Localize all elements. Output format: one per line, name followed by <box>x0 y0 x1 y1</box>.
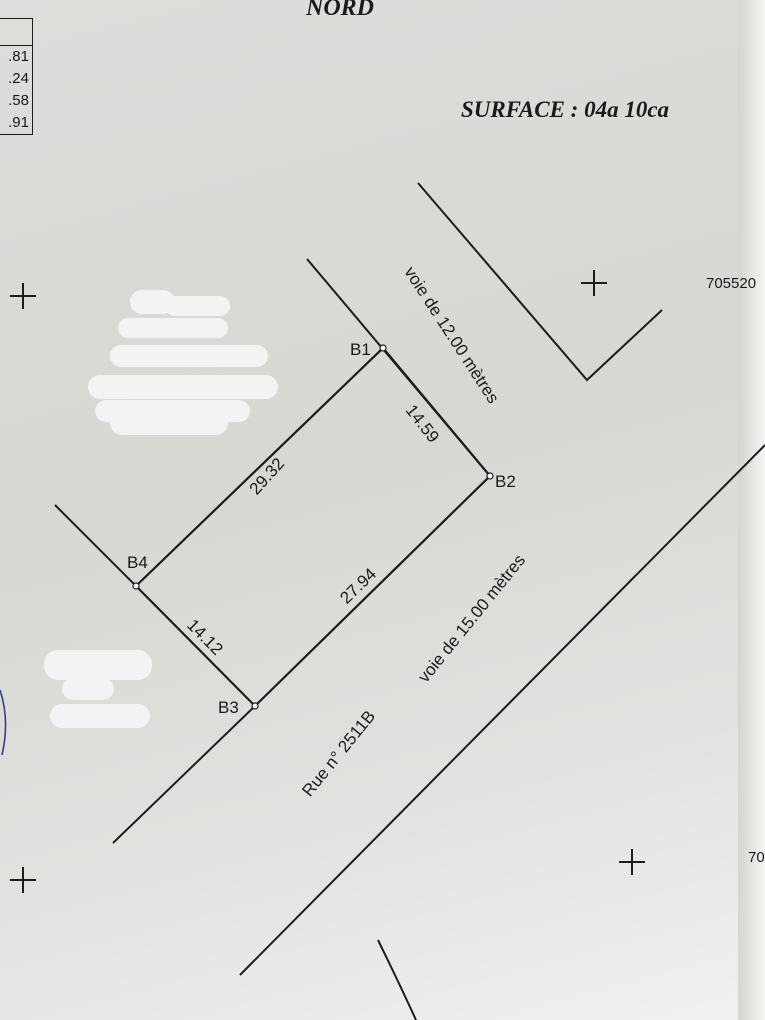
redacted-owner-block-north <box>88 290 278 435</box>
side-length-b4-b1: 29.32 <box>246 454 289 498</box>
road-12m-edge-line <box>417 182 663 382</box>
boundary-marker-b2 <box>486 472 494 480</box>
sheet-edge-shadow <box>738 0 765 1020</box>
road-north-label: voie de 12.00 mètres <box>400 263 502 407</box>
coordinate-value: .58 <box>8 92 29 109</box>
grid-cross-top-left <box>10 283 36 309</box>
side-length-b3-b4: 14.12 <box>183 615 227 659</box>
road-south-name: Rue n° 2511B <box>298 707 379 800</box>
boundary-marker-b4 <box>132 582 140 590</box>
west-neighbour-line-lower <box>112 705 256 844</box>
stamp-fragment <box>0 689 7 756</box>
point-label-b2: B2 <box>495 472 516 491</box>
north-label: NORD <box>305 0 374 21</box>
coordinate-table-header <box>0 19 32 46</box>
grid-cross-bottom-right <box>619 849 645 875</box>
surface-label: SURFACE : 04a 10ca <box>461 97 669 122</box>
boundary-marker-b3 <box>251 702 259 710</box>
grid-coordinate-right: 705520 <box>706 275 756 292</box>
redacted-owner-block-south <box>44 650 152 728</box>
coordinate-value: .91 <box>8 114 29 131</box>
sheet-fold-line <box>377 939 417 1020</box>
grid-cross-top-right <box>581 270 607 296</box>
road-south-width-label: voie de 15.00 mètres <box>414 551 529 686</box>
side-length-b2-b3: 27.94 <box>336 564 380 607</box>
coordinate-value: .24 <box>8 70 29 87</box>
coordinate-table: .81 .24 .58 .91 <box>0 18 33 135</box>
coordinate-value: .81 <box>8 48 29 65</box>
grid-coordinate-bottom: 70 <box>748 849 765 866</box>
point-label-b4: B4 <box>127 553 148 572</box>
point-label-b3: B3 <box>218 698 239 717</box>
point-label-b1: B1 <box>350 340 371 359</box>
boundary-marker-b1 <box>379 344 387 352</box>
grid-cross-bottom-left <box>10 867 36 893</box>
west-neighbour-line-upper <box>54 504 137 587</box>
side-length-b1-b2: 14.59 <box>402 401 443 446</box>
road-15m-edge-line <box>239 444 765 976</box>
